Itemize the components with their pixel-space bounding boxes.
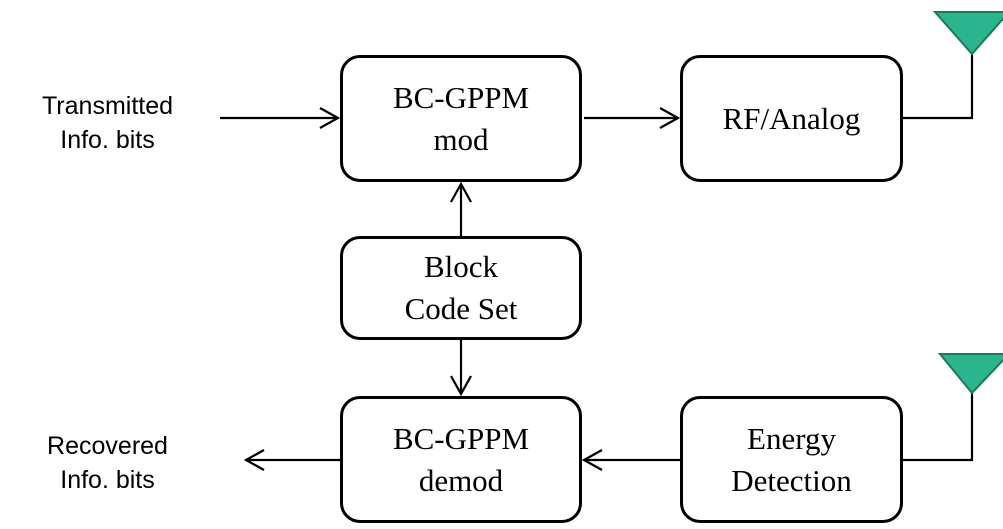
rf-to-antenna-wire [903,50,974,120]
bc-gppm-demod-line1: BC-GPPM [392,420,530,456]
bc-gppm-mod-line2: mod [433,121,489,157]
block-code-set-line2: Code Set [404,291,518,326]
block-code-set-line1: Block [423,249,499,284]
codeset-to-mod-arrow [450,181,472,236]
energy-detection-line2: Detection [731,462,852,498]
antenna-to-energy-wire [903,392,974,462]
mod-to-rf-arrow [584,107,681,129]
input-arrow [220,107,341,129]
transmitted-bits-line2: Info. bits [60,126,155,154]
rf-analog-block: RF/Analog [680,55,903,182]
bc-gppm-mod-line1: BC-GPPM [392,79,530,115]
energy-detection-block: Energy Detection [680,396,903,523]
bc-gppm-demod-line2: demod [418,462,504,498]
transmitted-bits-label: Transmitted Info. bits [0,88,215,158]
energy-to-demod-arrow [581,449,680,471]
bc-gppm-mod-block: BC-GPPM mod [340,55,582,182]
rx-antenna-icon [937,353,1003,395]
bc-gppm-demod-block: BC-GPPM demod [340,396,582,523]
tx-antenna-icon [932,11,1003,56]
energy-detection-line1: Energy [747,420,836,456]
output-arrow [243,449,340,471]
transmitted-bits-line1: Transmitted [41,92,174,120]
recovered-bits-line1: Recovered [47,432,168,460]
codeset-to-demod-arrow [450,340,472,397]
block-code-set-block: Block Code Set [340,236,582,340]
rf-analog-label: RF/Analog [722,100,861,136]
recovered-bits-label: Recovered Info. bits [0,428,215,498]
recovered-bits-line2: Info. bits [60,466,155,494]
